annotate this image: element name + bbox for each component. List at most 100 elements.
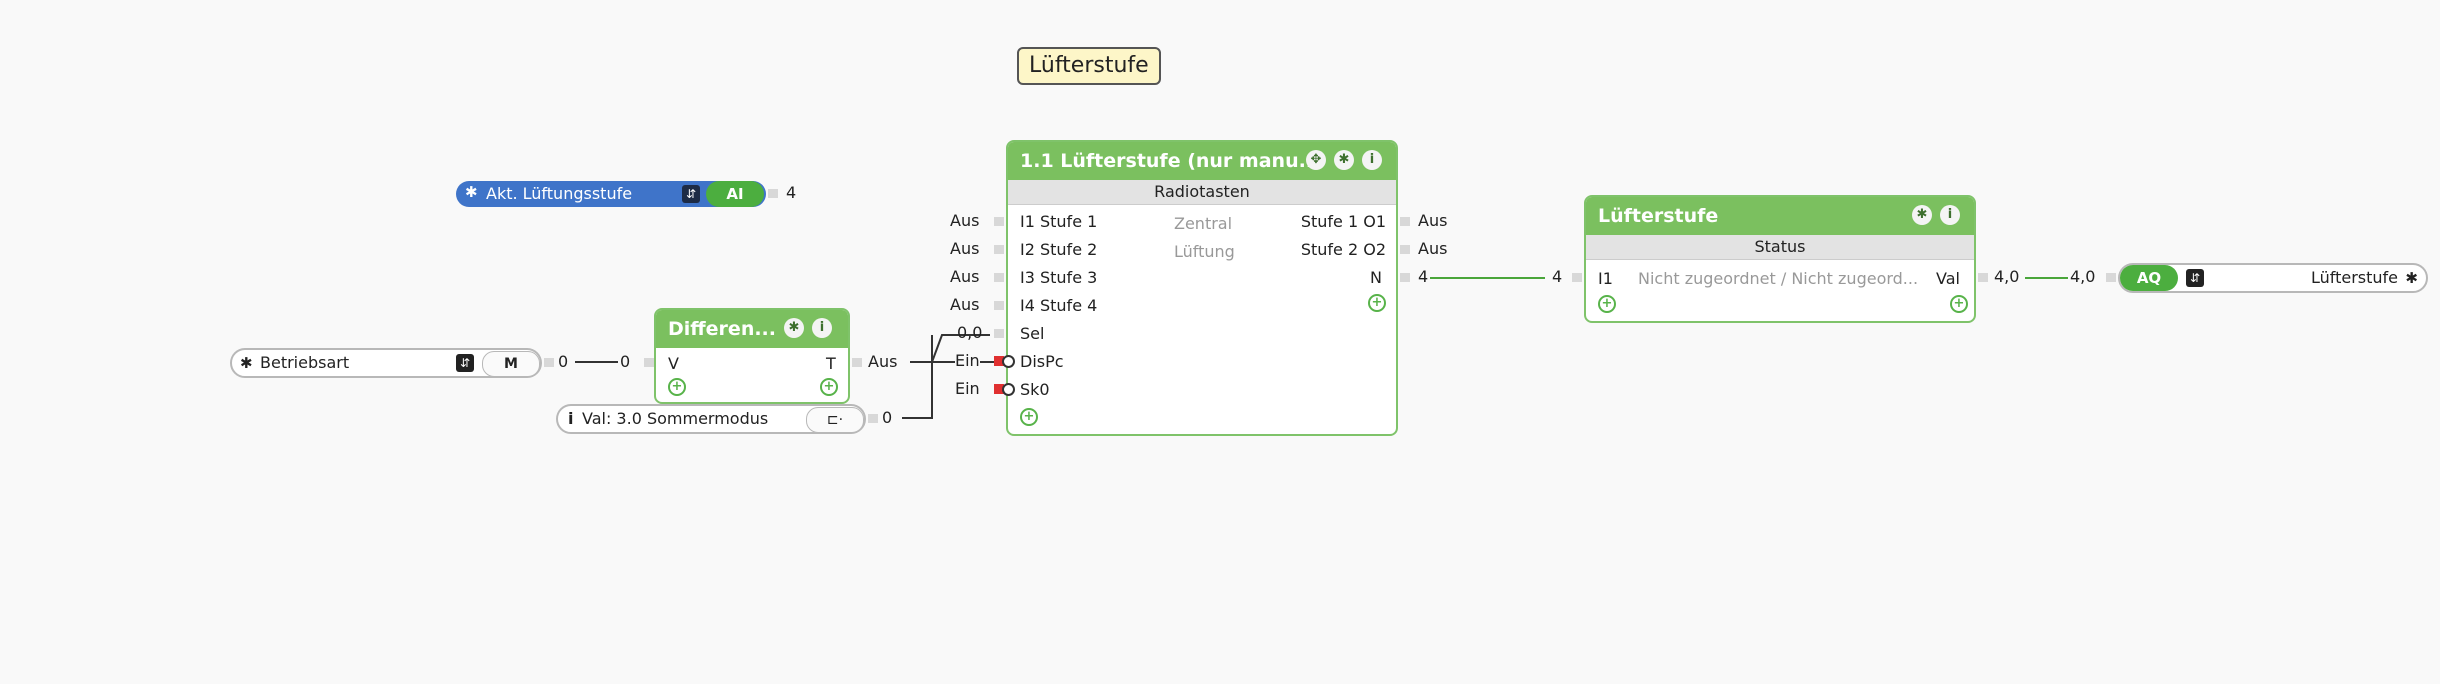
input-sel-name: Sel [1020, 324, 1045, 343]
hash-icon: ⇵ [2186, 269, 2204, 287]
output-n-name: N [1370, 268, 1382, 287]
gear-icon: ✱ [465, 183, 478, 201]
output-n-stub [1400, 273, 1410, 282]
akt-lueftungsstufe-block[interactable]: ✱ Akt. Lüftungsstufe ⇵ AI [456, 181, 766, 207]
main-title: 1.1 Lüfterstufe (nur manu... [1020, 150, 1321, 172]
gear-icon: ✱ [2405, 269, 2418, 287]
input-i4-name: I4 Stufe 4 [1020, 296, 1098, 315]
akt-label: Akt. Lüftungsstufe [486, 184, 633, 203]
status-title: Lüfterstufe [1598, 205, 1719, 227]
val-sommermodus-block[interactable]: i Val: 3.0 Sommermodus ⊏· [556, 404, 866, 434]
status-block[interactable]: Lüfterstufe ✱ i Status I1 Nicht zugeordn… [1584, 195, 1976, 323]
info-icon[interactable]: i [1362, 150, 1382, 170]
val-label: Val: 3.0 Sommermodus [582, 409, 769, 428]
input-i4-value: Aus [950, 295, 980, 314]
input-i3-stub [994, 273, 1004, 282]
info-icon[interactable]: i [1940, 205, 1960, 225]
input-i4-stub [994, 301, 1004, 310]
status-text: Nicht zugeordnet / Nicht zugeord... [1638, 269, 1919, 288]
main-lueftung-block[interactable]: 1.1 Lüfterstufe (nur manu... ✥ ✱ i Radio… [1006, 140, 1398, 436]
betriebsart-out-stub [544, 358, 554, 367]
val-out-stub [868, 414, 878, 423]
settings-icon[interactable]: ✱ [1334, 150, 1354, 170]
betriebsart-label: Betriebsart [260, 353, 350, 372]
output-o2-stub [1400, 245, 1410, 254]
input-sk0-value: Ein [955, 379, 980, 398]
sk0-negation-icon [1002, 383, 1015, 396]
dispc-negation-icon [1002, 355, 1015, 368]
input-sk0-name: Sk0 [1020, 380, 1050, 399]
input-sel-stub [994, 329, 1004, 338]
status-out-stub [1978, 273, 1988, 282]
info-icon: i [568, 409, 574, 428]
diff-in-port: V [668, 354, 679, 373]
input-i3-value: Aus [950, 267, 980, 286]
betriebsart-out1: 0 [558, 352, 569, 371]
center-line1: Zentral [1174, 214, 1233, 233]
status-in-value: 4 [1550, 267, 1565, 287]
hash-icon: ⇵ [682, 185, 700, 203]
input-i1-name: I1 Stufe 1 [1020, 212, 1098, 231]
switch-icon: ⊏· [806, 407, 864, 433]
ai-tag: AI [706, 181, 764, 207]
gear-icon: ✱ [240, 354, 253, 372]
add-output-icon[interactable]: + [1368, 294, 1386, 312]
diff-out-stub [852, 358, 862, 367]
status-out-port: Val [1936, 269, 1960, 288]
main-subtitle: Radiotasten [1008, 180, 1396, 205]
aq-in-stub [2106, 273, 2116, 282]
diff-out-port: T [826, 354, 836, 373]
output-o2-value: Aus [1418, 239, 1448, 258]
dispc-red-marker [994, 356, 1004, 366]
status-header: Lüfterstufe ✱ i [1586, 197, 1974, 235]
main-header: 1.1 Lüfterstufe (nur manu... ✥ ✱ i [1008, 142, 1396, 180]
title-label: Lüfterstufe [1017, 47, 1161, 85]
add-input-icon[interactable]: + [1020, 408, 1038, 426]
betriebsart-out2: 0 [620, 352, 631, 371]
status-in-port: I1 [1598, 269, 1613, 288]
input-sel-value: 0,0 [957, 323, 983, 342]
status-out-value: 4,0 [1994, 267, 2020, 286]
output-o1-name: Stufe 1 O1 [1300, 212, 1386, 231]
settings-icon[interactable]: ✱ [784, 318, 804, 338]
output-o1-stub [1400, 217, 1410, 226]
akt-out-stub [768, 189, 778, 198]
aq-lueftstufe-block[interactable]: AQ ⇵ Lüfterstufe ✱ [2118, 263, 2428, 293]
input-dispc-name: DisPc [1020, 352, 1064, 371]
move-icon[interactable]: ✥ [1306, 150, 1326, 170]
diff-in-stub [644, 358, 654, 367]
aq-in-value: 4,0 [2070, 267, 2096, 286]
add-input-icon[interactable]: + [1598, 295, 1616, 313]
add-output-icon[interactable]: + [1950, 295, 1968, 313]
akt-value: 4 [786, 183, 797, 202]
status-subtitle: Status [1586, 235, 1974, 260]
input-dispc-value: Ein [955, 351, 980, 371]
input-i2-value: Aus [950, 239, 980, 258]
add-input-icon[interactable]: + [668, 378, 686, 396]
val-out: 0 [882, 408, 893, 427]
differenz-title: Differen... [668, 318, 776, 340]
diff-out-value: Aus [868, 352, 898, 371]
status-in-stub [1572, 273, 1582, 282]
sk0-red-marker [994, 384, 1004, 394]
input-i1-stub [994, 217, 1004, 226]
differenz-block[interactable]: Differen... ✱ i V T + + [654, 308, 850, 404]
input-i3-name: I3 Stufe 3 [1020, 268, 1098, 287]
title-text: Lüfterstufe [1029, 53, 1149, 78]
input-i2-name: I2 Stufe 2 [1020, 240, 1098, 259]
add-output-icon[interactable]: + [820, 378, 838, 396]
output-n-value: 4 [1418, 267, 1429, 287]
output-o1-value: Aus [1418, 211, 1448, 230]
settings-icon[interactable]: ✱ [1912, 205, 1932, 225]
info-icon[interactable]: i [812, 318, 832, 338]
betriebsart-block[interactable]: ✱ Betriebsart ⇵ M [230, 348, 542, 378]
hash-icon: ⇵ [456, 354, 474, 372]
output-o2-name: Stufe 2 O2 [1300, 240, 1386, 259]
aq-tag: AQ [2120, 265, 2178, 291]
m-tag: M [482, 351, 540, 377]
aq-label: Lüfterstufe [2310, 268, 2398, 287]
center-line2: Lüftung [1174, 242, 1235, 261]
differenz-header: Differen... ✱ i [656, 310, 848, 348]
input-i2-stub [994, 245, 1004, 254]
input-i1-value: Aus [950, 211, 980, 230]
